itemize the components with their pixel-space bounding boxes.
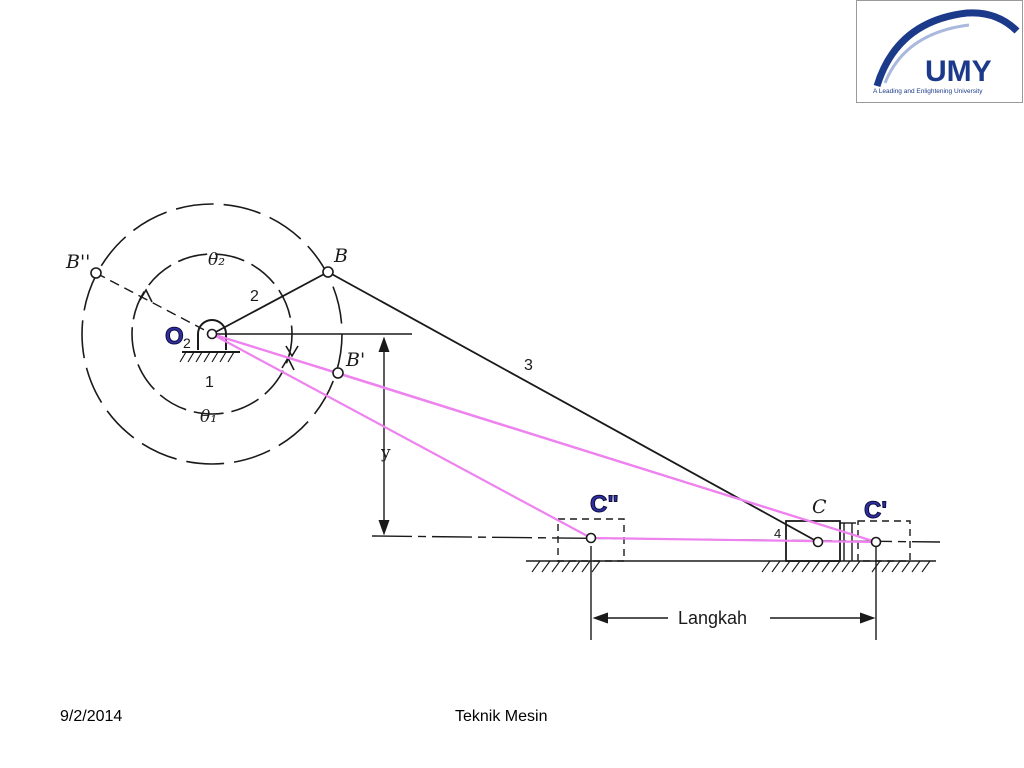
- umy-logo-tagline: A Leading and Enlightening University: [873, 88, 983, 95]
- label-link-4: 4: [774, 526, 781, 541]
- umy-logo-graphic: UMY A Leading and Enlightening Universit…: [873, 9, 1020, 95]
- joint-b: [322, 266, 334, 278]
- theta2-arrow: [139, 288, 153, 303]
- joint-b-prime: [332, 367, 344, 379]
- dead-center-line-b-double: [95, 272, 213, 335]
- label-link-1: 1: [205, 374, 214, 391]
- label-c: C: [812, 496, 827, 518]
- offset-arrow-bottom: [378, 519, 390, 536]
- joint-c-double: [585, 532, 597, 544]
- offset-arrow-top: [378, 336, 390, 353]
- crank-link-2: [211, 271, 329, 335]
- overlay-construction-lines: [211, 332, 877, 544]
- label-b-prime: B': [345, 349, 365, 371]
- umy-logo: UMY A Leading and Enlightening Universit…: [856, 0, 1023, 103]
- ground-pivot-hatching: [179, 351, 235, 363]
- label-b: B: [333, 245, 348, 267]
- stroke-arrow-right: [859, 612, 876, 624]
- annotation-c-double: C": [590, 491, 619, 518]
- ground-pivot-housing: [197, 319, 227, 350]
- slider-c-double-position: [557, 518, 625, 562]
- label-theta1: θ₁: [200, 407, 217, 427]
- label-y: y: [380, 443, 391, 463]
- rail-hatching: [531, 560, 931, 573]
- label-link-3: 3: [524, 357, 533, 374]
- theta1-arrow-upper: [285, 345, 299, 358]
- umy-logo-name: UMY: [925, 55, 992, 88]
- joint-c-prime: [870, 536, 882, 548]
- label-langkah: Langkah: [678, 608, 747, 628]
- label-pivot-2: 2: [183, 335, 191, 351]
- joint-b-double: [90, 267, 102, 279]
- footer-title: Teknik Mesin: [455, 708, 548, 725]
- stroke-arrow-left: [592, 612, 609, 624]
- annotation-o: O: [165, 323, 184, 350]
- footer-date: 9/2/2014: [60, 708, 123, 725]
- label-theta2: θ₂: [208, 250, 225, 270]
- annotation-c-prime: C': [864, 497, 887, 524]
- joint-c: [812, 536, 824, 548]
- slider-c-prime-position: [857, 520, 911, 562]
- label-b-double: B'': [65, 251, 90, 273]
- joint-o: [206, 328, 218, 340]
- label-link-2: 2: [250, 288, 259, 305]
